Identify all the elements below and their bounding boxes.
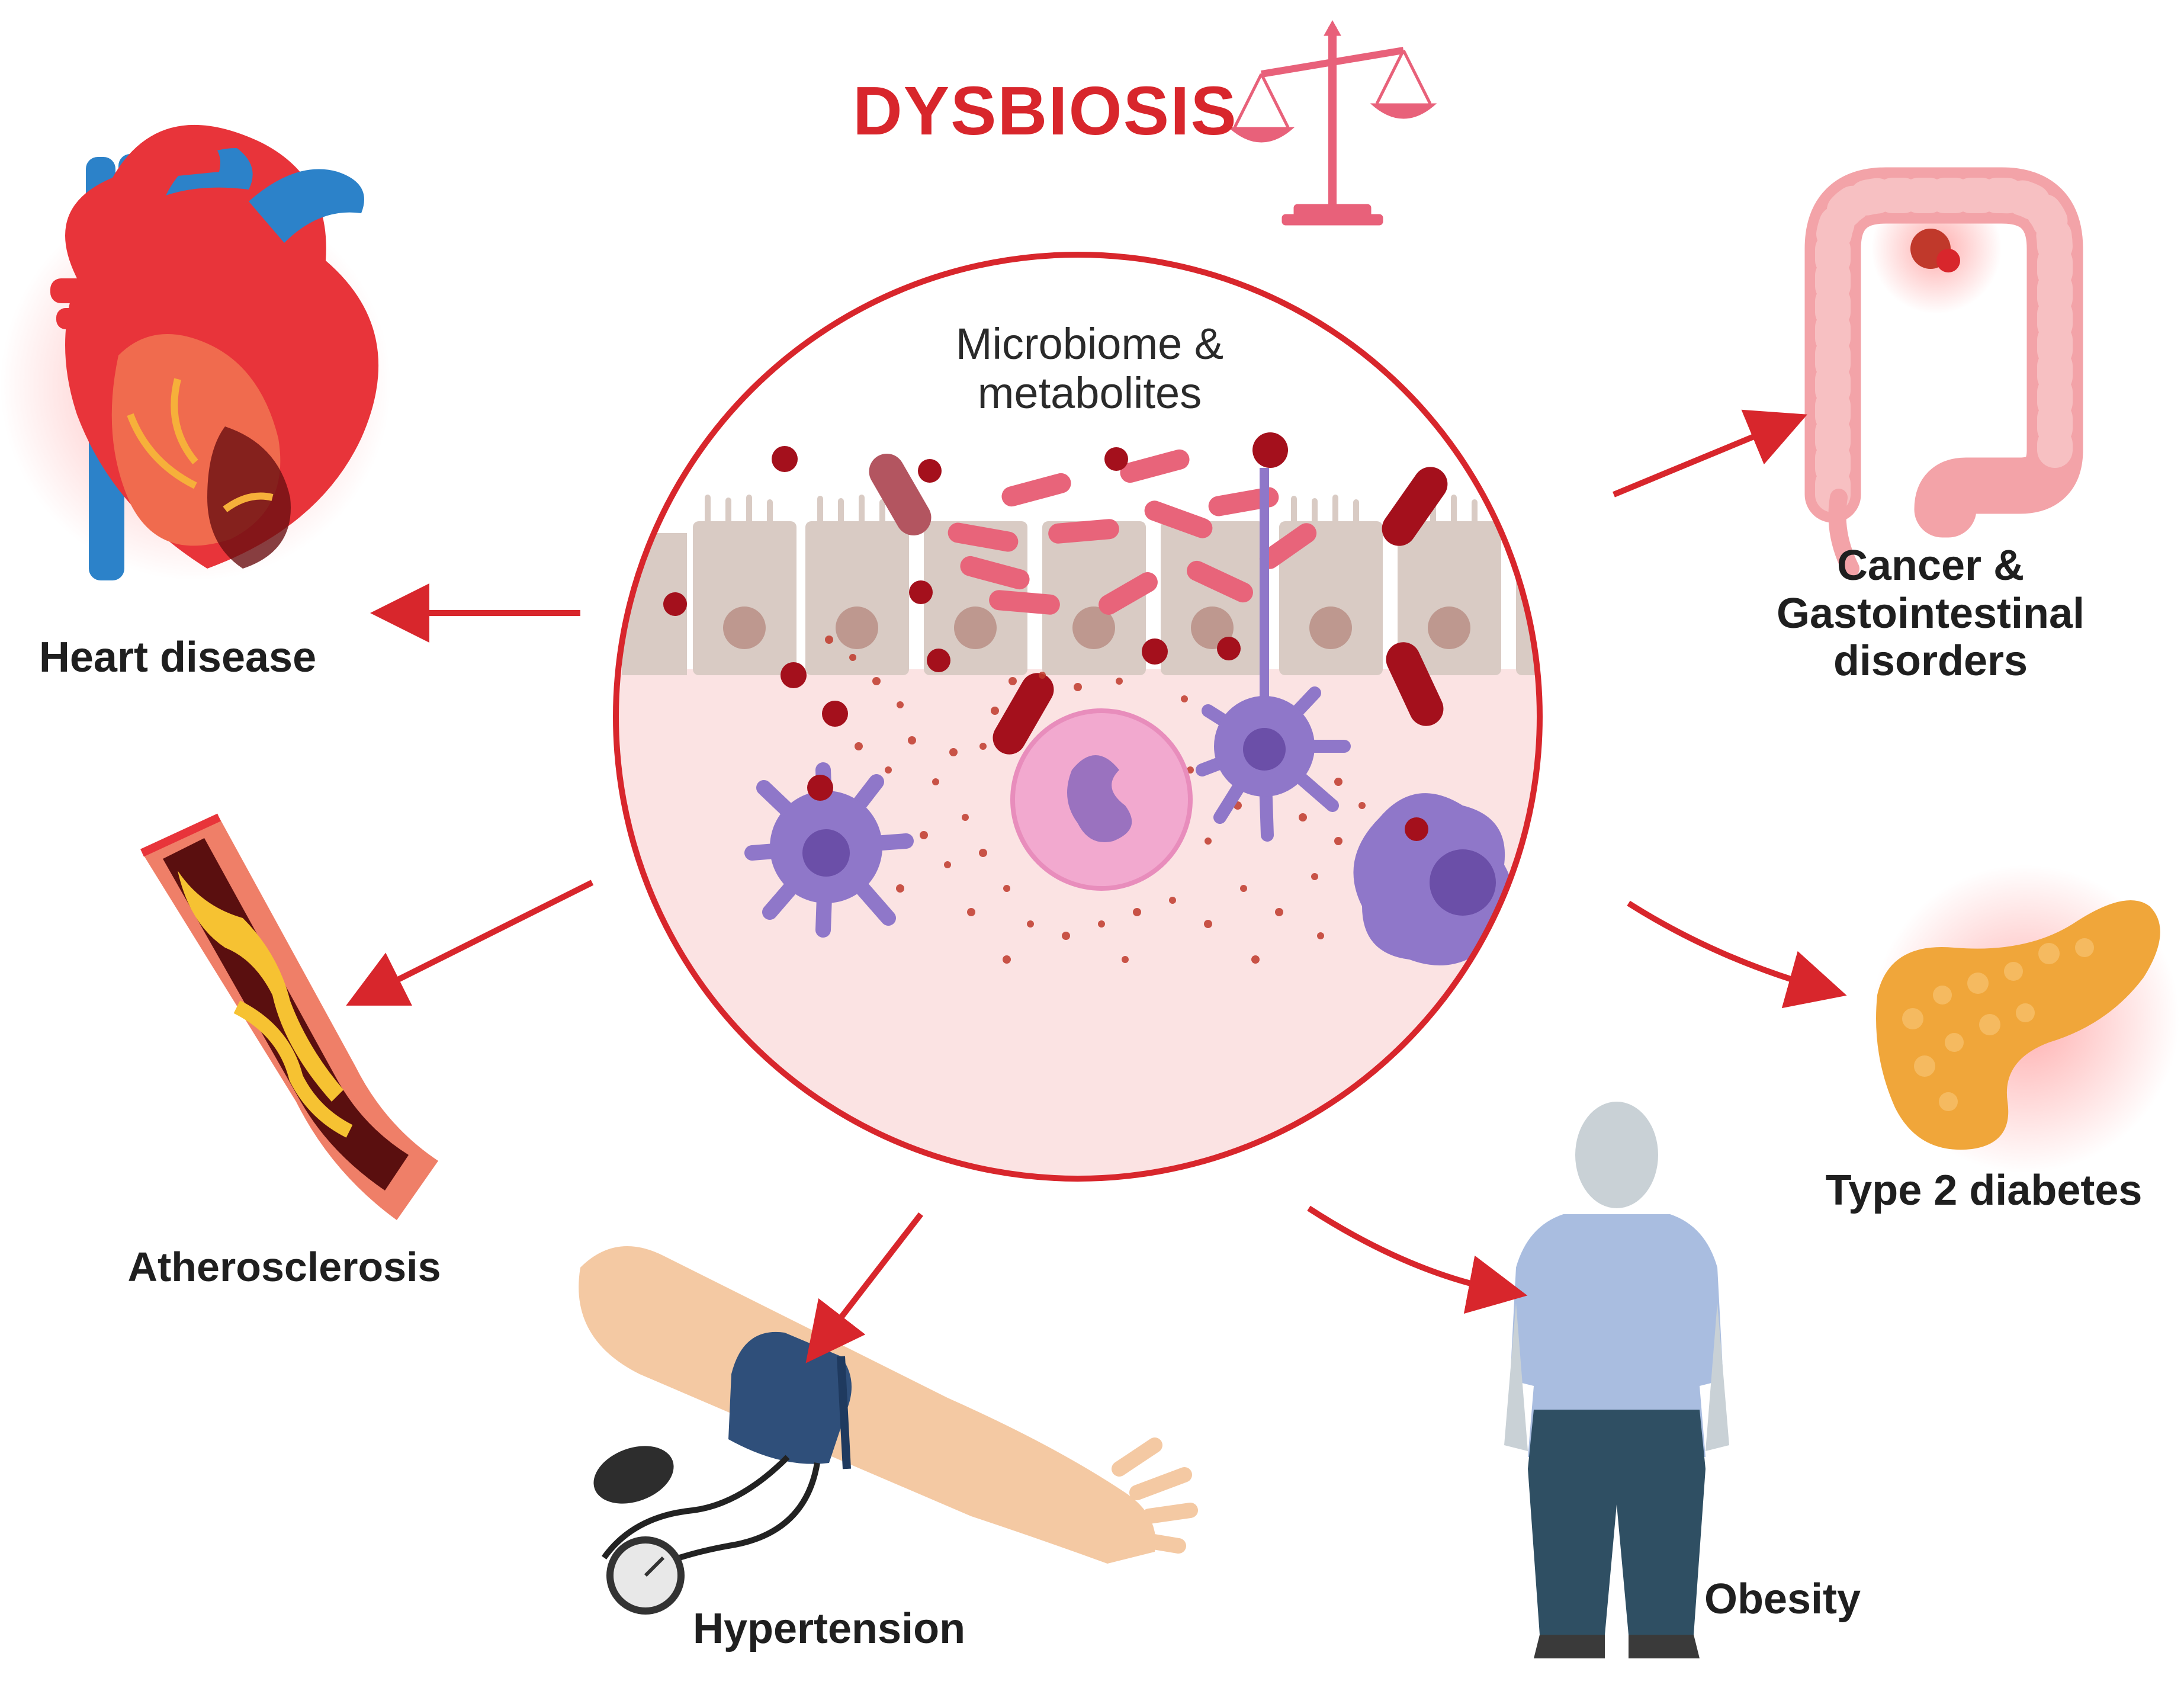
arrow-to-diabetes [1627,900,1847,1009]
bacteria-rods-pink [948,449,1317,615]
heart-icon [0,124,391,580]
label-type2-diabetes: Type 2 diabetes [1825,1167,2143,1214]
balance-scale-icon [1228,20,1437,226]
artery-icon [140,813,438,1220]
arrow-to-hypertension [805,1212,923,1363]
label-obesity: Obesity [1704,1575,1861,1623]
label-cancer-line1: Cancer & [1836,542,2025,589]
dendritic-cell-left [744,762,914,938]
label-cancer-line3: disorders [1833,637,2028,685]
microbiome-label-line1: Microbiome & [955,319,1224,368]
microbiome-label: Microbiome & metabolites [924,319,1255,418]
macrophage-cell [1353,793,1514,965]
dendritic-cell-right [1196,468,1351,842]
label-atherosclerosis: Atherosclerosis [127,1244,441,1290]
arm-blood-pressure-icon [579,1246,1198,1615]
label-hypertension: Hypertension [692,1605,966,1652]
person-icon [1504,1102,1729,1658]
pancreas-icon [1871,865,2179,1173]
bacteria-rods-dark [869,454,1448,755]
microbiome-label-line2: metabolites [977,368,1202,418]
arrow-to-atherosclerosis [346,880,594,1006]
label-cancer-line2: Gastointestinal [1776,589,2085,637]
arrow-to-cancer [1613,409,1807,498]
neutrophil-cell [1010,708,1193,891]
dysbiosis-title: DYSBIOSIS [853,72,1238,149]
colon-icon [1804,167,2083,577]
label-cancer-gi: Cancer & Gastointestinal disorders [1753,542,2108,685]
label-heart-disease: Heart disease [38,634,317,681]
arrow-to-obesity [1307,1205,1528,1314]
arrows [346,409,1847,1363]
